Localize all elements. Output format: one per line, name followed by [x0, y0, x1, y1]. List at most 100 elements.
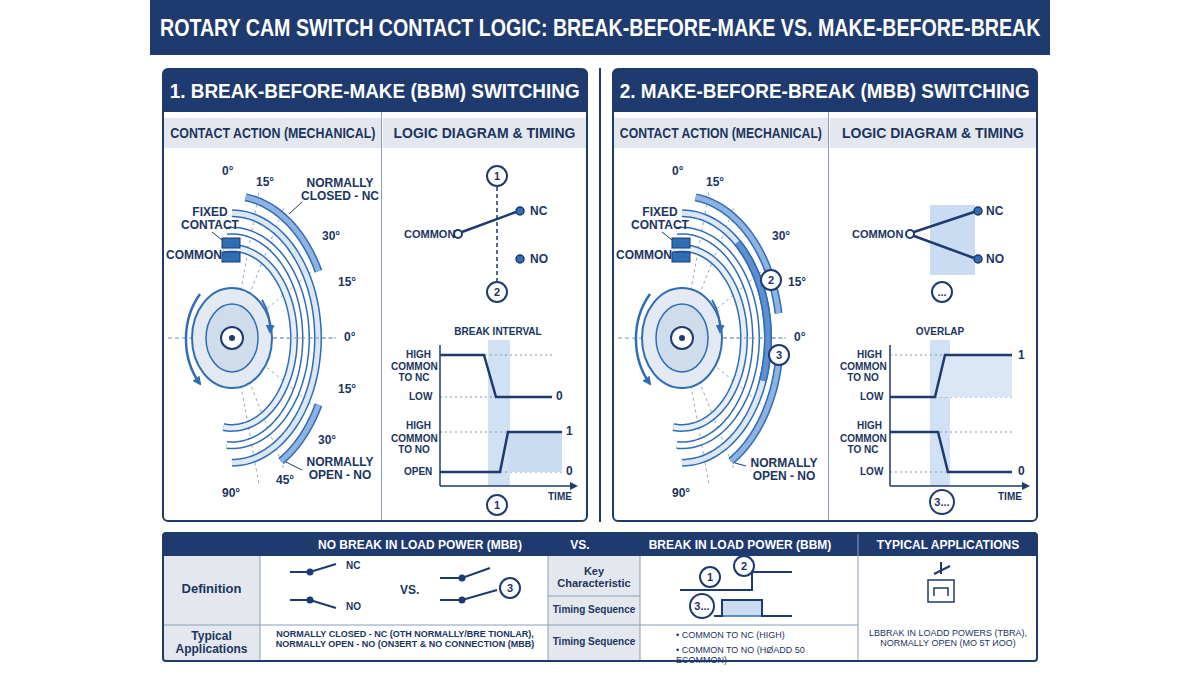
- title: ROTARY CAM SWITCH CONTACT LOGIC: BREAK-B…: [160, 14, 1041, 42]
- diagram-label: TIME: [998, 491, 1022, 502]
- text-holder: VS.: [560, 534, 600, 556]
- callout-text: 1: [494, 171, 500, 182]
- cam-track: [240, 192, 259, 296]
- diagram-label: 15°: [256, 176, 274, 189]
- table-grid: [164, 534, 1036, 660]
- diagram-label: 0°: [672, 165, 683, 178]
- cam-track: [690, 380, 709, 484]
- text-holder: BREAK IN LOAD POWER (BBM): [630, 534, 850, 556]
- cam-track: [731, 363, 779, 461]
- node-heading: VS.: [570, 538, 589, 552]
- callout-number: 3: [768, 344, 790, 366]
- diagram-label: 0°: [222, 165, 233, 178]
- diagram-label: • COMMON TO NC (HIGH): [676, 630, 854, 640]
- node-heading: CONTACT ACTION (MECHANICAL): [620, 125, 822, 141]
- diagram-label: 90°: [222, 487, 240, 500]
- diagram-label: LOW: [860, 391, 883, 402]
- diagram-label: COMMON: [852, 228, 903, 240]
- text-holder: LOGIC DIAGRAM & TIMING: [830, 118, 1036, 148]
- callout-text: 2: [768, 275, 774, 286]
- diagram-label: NORMALLY CLOSED - NC: [300, 177, 380, 204]
- callout-text: 1: [707, 572, 713, 583]
- callout-number: 1: [699, 566, 721, 588]
- diagram-label: 45°: [276, 474, 294, 487]
- diagram-label: HIGH: [406, 420, 431, 431]
- diagram-label: NC: [346, 560, 360, 571]
- mbb-cam-drawing: [618, 232, 784, 466]
- diagram-label: 15°: [706, 176, 724, 189]
- cam-track: [690, 192, 709, 296]
- cam-track: [281, 405, 319, 461]
- diagram-label: NC: [986, 205, 1003, 218]
- switching-panel: 1. BREAK-BEFORE-MAKE (BBM) SWITCHINGCONT…: [162, 68, 588, 522]
- diagram-label: 0: [1018, 465, 1025, 478]
- diagram-label: HIGH: [857, 420, 882, 431]
- diagram-label: Definition: [163, 582, 260, 597]
- callout-number: 2: [486, 281, 508, 303]
- text-holder: LOGIC DIAGRAM & TIMING: [383, 118, 586, 148]
- diagram-label: Typical Applications: [163, 630, 260, 657]
- diagram-label: OPEN: [404, 466, 432, 477]
- cam-track: [731, 363, 779, 461]
- diagram-label: COMMON TO NC: [840, 433, 886, 455]
- callout-number: 1: [486, 494, 508, 516]
- node-heading: NO BREAK IN LOAD POWER (MBB): [318, 538, 522, 552]
- diagram-label: 30°: [772, 230, 790, 243]
- callout-number: 3: [499, 577, 521, 599]
- callout-text: 3: [507, 583, 513, 594]
- diagram-label: COMMON: [166, 249, 222, 262]
- callout-number: 3...: [689, 593, 715, 619]
- callout-text: 2: [494, 287, 500, 298]
- diagram-label: LBBRAK IN LOADD POWERS (TBRA), NORMALLY …: [864, 628, 1032, 648]
- panel-divider: [599, 68, 601, 522]
- diagram-label: 15°: [338, 276, 356, 289]
- diagram-label: COMMON TO NC: [391, 361, 437, 383]
- node-heading: BREAK IN LOAD POWER (BBM): [649, 538, 832, 552]
- linkage-line: [496, 187, 498, 281]
- callout-number: 2: [733, 555, 755, 577]
- diagram-label: 0°: [344, 331, 355, 344]
- diagram-label: NO: [346, 601, 361, 612]
- diagram-label: Key Characteristic: [548, 565, 640, 590]
- callout-text: 2: [741, 561, 747, 572]
- bbm-logic-drawing: [440, 207, 576, 486]
- diagram-label: LOW: [409, 391, 432, 402]
- bbm-cam-drawing: [168, 202, 334, 470]
- cam-track: [696, 197, 779, 313]
- logic-timing-column: LOGIC DIAGRAM & TIMING 1 2 1: [383, 112, 586, 520]
- diagram-label: 15°: [788, 276, 806, 289]
- node-heading: TYPICAL APPLICATIONS: [877, 538, 1019, 552]
- cam-track: [246, 197, 319, 271]
- title-text: ROTARY CAM SWITCH CONTACT LOGIC: BREAK-B…: [150, 0, 1050, 55]
- diagram-label: NORMALLY OPEN - NO: [744, 457, 824, 484]
- diagram-label: 0: [566, 465, 573, 478]
- text-holder: 2. MAKE-BEFORE-BREAK (MBB) SWITCHING: [614, 70, 1036, 112]
- diagram-label: COMMON TO NO: [391, 433, 437, 455]
- callout-number: ...: [931, 281, 953, 303]
- cam-track: [696, 197, 779, 313]
- node-heading: 1. BREAK-BEFORE-MAKE (BBM) SWITCHING: [170, 80, 580, 103]
- diagram-label: HIGH: [406, 349, 431, 360]
- diagram-label: NORMALLY OPEN - NO: [300, 456, 380, 483]
- diagram-label: NO: [986, 253, 1004, 266]
- diagram-label: 15°: [338, 383, 356, 396]
- text-holder: 1. BREAK-BEFORE-MAKE (BBM) SWITCHING: [164, 70, 586, 112]
- callout-text: 3...: [934, 497, 949, 508]
- diagram-label: NC: [530, 205, 547, 218]
- diagram-label: 0°: [794, 331, 805, 344]
- diagram-label: 1: [1018, 349, 1025, 362]
- diagram-label: 0: [556, 390, 563, 403]
- diagram-label: 90°: [672, 487, 690, 500]
- diagram-label: FIXED CONTACT: [628, 206, 692, 233]
- diagram-label: HIGH: [857, 349, 882, 360]
- diagram-label: COMMON: [616, 249, 672, 262]
- diagram-label: 30°: [318, 434, 336, 447]
- diagram-label: NO: [530, 253, 548, 266]
- text-holder: TYPICAL APPLICATIONS: [868, 534, 1028, 556]
- text-holder: CONTACT ACTION (MECHANICAL): [614, 118, 828, 148]
- callout-text: 3: [776, 350, 782, 361]
- diagram-label: VS.: [400, 584, 419, 597]
- diagram-label: Timing Sequence: [548, 604, 640, 615]
- mbb-logic-drawing: [890, 205, 1028, 486]
- cam-track: [246, 197, 319, 271]
